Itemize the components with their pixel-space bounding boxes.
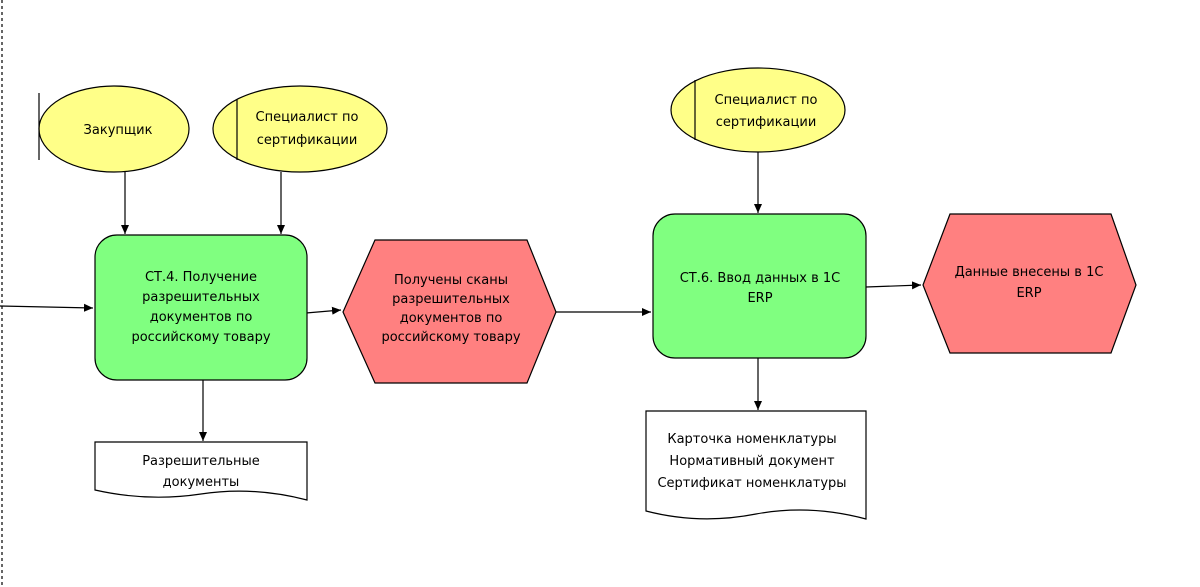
event-scans-line3: документов по <box>400 311 503 326</box>
arrow-incoming-to-st4 <box>0 303 94 312</box>
event-scans-line1: Получены сканы <box>394 273 508 288</box>
document-permit-docs-line1: Разрешительные <box>142 454 260 469</box>
document-permit-docs[interactable]: Разрешительные документы <box>94 441 308 501</box>
role-buyer-label: Закупщик <box>84 123 153 138</box>
role-cert-specialist-1-line1: Специалист по <box>256 110 359 125</box>
function-st4[interactable]: СТ.4. Получение разрешительных документо… <box>94 234 308 381</box>
document-nomenclature[interactable]: Карточка номенклатуры Нормативный докуме… <box>645 410 867 520</box>
event-data-entered[interactable]: Данные внесены в 1С ERP <box>922 213 1137 354</box>
document-permit-docs-line2: документы <box>163 475 240 490</box>
role-cert-specialist-1[interactable]: Специалист по сертификации <box>212 85 388 173</box>
event-scans-line4: российскому товару <box>381 330 520 345</box>
connectors <box>0 152 922 441</box>
function-st4-line3: документов по <box>150 310 253 325</box>
document-nomenclature-line3: Сертификат номенклатуры <box>657 476 846 491</box>
arrow-st6-to-event <box>865 281 922 290</box>
function-st6[interactable]: СТ.6. Ввод данных в 1С ERP <box>652 213 867 359</box>
role-cert-specialist-1-line2: сертификации <box>257 133 358 148</box>
function-st6-line1: СТ.6. Ввод данных в 1С <box>680 271 841 286</box>
event-scans-line2: разрешительных <box>392 292 510 307</box>
event-data-entered-line1: Данные внесены в 1С <box>955 265 1104 280</box>
function-st4-line1: СТ.4. Получение <box>145 270 257 285</box>
role-cert-specialist-2[interactable]: Специалист по сертификации <box>670 67 846 153</box>
function-st4-line2: разрешительных <box>142 290 260 305</box>
document-nomenclature-line1: Карточка номенклатуры <box>667 432 836 447</box>
role-buyer[interactable]: Закупщик <box>38 85 190 173</box>
role-cert-specialist-2-line1: Специалист по <box>715 93 818 108</box>
document-nomenclature-line2: Нормативный документ <box>669 454 835 469</box>
role-cert-specialist-2-line2: сертификации <box>716 115 817 130</box>
arrow-st4-to-event <box>305 306 342 315</box>
event-scans-received[interactable]: Получены сканы разрешительных документов… <box>342 239 557 384</box>
function-st6-line2: ERP <box>747 291 772 306</box>
function-st4-line4: российскому товару <box>131 330 270 345</box>
event-data-entered-line2: ERP <box>1016 286 1041 301</box>
